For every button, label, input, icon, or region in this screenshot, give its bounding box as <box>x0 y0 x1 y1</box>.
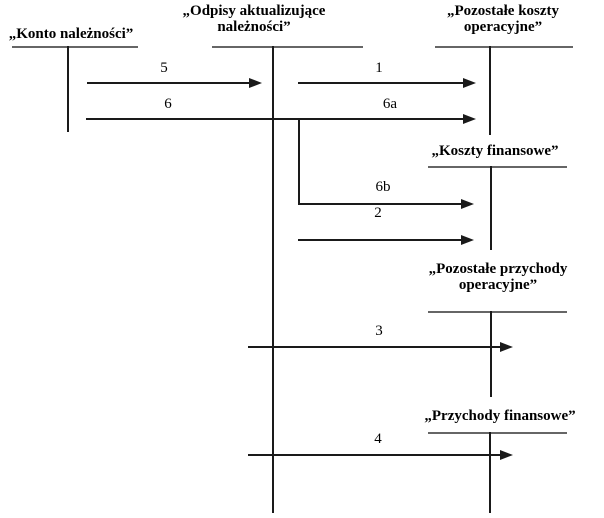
flow-arrow-5-arrowhead-icon <box>249 78 262 88</box>
flow-arrow-5-line <box>87 82 250 84</box>
flow-arrow-4-line <box>248 454 501 456</box>
account-title-other-operating-revenues: „Pozostałe przychody operacyjne” <box>428 261 568 293</box>
flow-arrow-6b-vertical-line <box>298 119 300 205</box>
flow-arrow-3-arrowhead-icon <box>500 342 513 352</box>
flow-arrow-6b-line <box>298 203 462 205</box>
flow-arrow-6b-arrowhead-icon <box>461 199 474 209</box>
account-title-other-operating-costs: „Pozostałe koszty operacyjne” <box>446 3 560 35</box>
flow-arrow-1-arrowhead-icon <box>463 78 476 88</box>
flow-arrow-4-arrowhead-icon <box>500 450 513 460</box>
flow-arrow-2-line <box>298 239 462 241</box>
flow-label-6: 6 <box>164 96 172 112</box>
receivables-t-divider <box>67 46 69 132</box>
flow-arrow-3-line <box>248 346 501 348</box>
other-operating-revenues-t-top-line <box>428 311 567 313</box>
flow-arrow-6-6a-line <box>86 118 464 120</box>
account-title-financial-revenues: „Przychody finansowe” <box>424 408 576 424</box>
flow-label-4: 4 <box>374 431 382 447</box>
financial-revenues-t-top-line <box>428 432 567 434</box>
account-title-allowance: „Odpisy aktualizujące należności” <box>182 3 326 35</box>
other-operating-costs-t-divider <box>489 46 491 135</box>
flow-label-6b: 6b <box>375 179 391 195</box>
financial-revenues-t-divider <box>489 432 491 513</box>
flow-arrow-2-arrowhead-icon <box>461 235 474 245</box>
allowance-t-divider <box>272 46 274 513</box>
account-title-receivables: „Konto należności” <box>8 26 134 42</box>
flow-label-6a: 6a <box>382 96 398 112</box>
flow-label-1: 1 <box>375 60 383 76</box>
financial-costs-t-divider <box>490 166 492 250</box>
other-operating-costs-t-top-line <box>435 46 573 48</box>
allowance-t-top-line <box>212 46 363 48</box>
receivables-t-top-line <box>12 46 138 48</box>
flow-label-2: 2 <box>374 205 382 221</box>
flow-arrow-1-line <box>298 82 464 84</box>
financial-costs-t-top-line <box>428 166 567 168</box>
flow-label-3: 3 <box>375 323 383 339</box>
other-operating-revenues-t-divider <box>490 311 492 397</box>
flow-arrow-6a-arrowhead-icon <box>463 114 476 124</box>
account-title-financial-costs: „Koszty finansowe” <box>431 143 559 159</box>
flow-label-5: 5 <box>160 60 168 76</box>
